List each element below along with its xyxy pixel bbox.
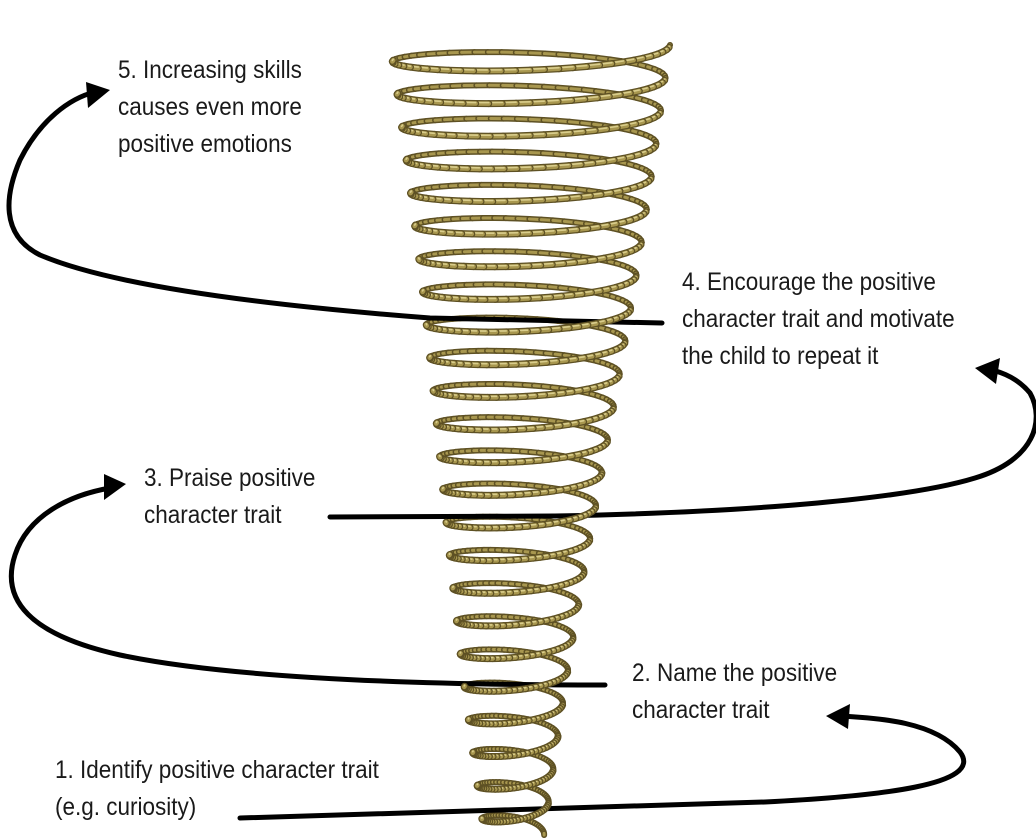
step-3-line-2: character trait (144, 497, 315, 534)
step-5-line-2: causes even more (118, 89, 302, 126)
step-3-label: 3. Praise positive character trait (144, 460, 315, 534)
arrowhead-step-5 (86, 82, 110, 108)
step-1-line-2: (e.g. curiosity) (55, 789, 379, 826)
step-5-line-3: positive emotions (118, 126, 302, 163)
step-3-line-1: 3. Praise positive (144, 460, 315, 497)
arrowhead-step-4 (975, 358, 1000, 384)
step-4-label: 4. Encourage the positive character trai… (682, 264, 955, 375)
step-2-line-2: character trait (632, 692, 837, 729)
step-5-label: 5. Increasing skills causes even more po… (118, 52, 302, 163)
step-5-line-1: 5. Increasing skills (118, 52, 302, 89)
step-1-label: 1. Identify positive character trait (e.… (55, 752, 379, 826)
step-4-line-2: character trait and motivate (682, 301, 955, 338)
step-4-line-3: the child to repeat it (682, 338, 955, 375)
arrowhead-step-3 (104, 474, 126, 500)
step-1-line-1: 1. Identify positive character trait (55, 752, 379, 789)
step-4-line-1: 4. Encourage the positive (682, 264, 955, 301)
step-2-label: 2. Name the positive character trait (632, 655, 837, 729)
step-2-line-1: 2. Name the positive (632, 655, 837, 692)
